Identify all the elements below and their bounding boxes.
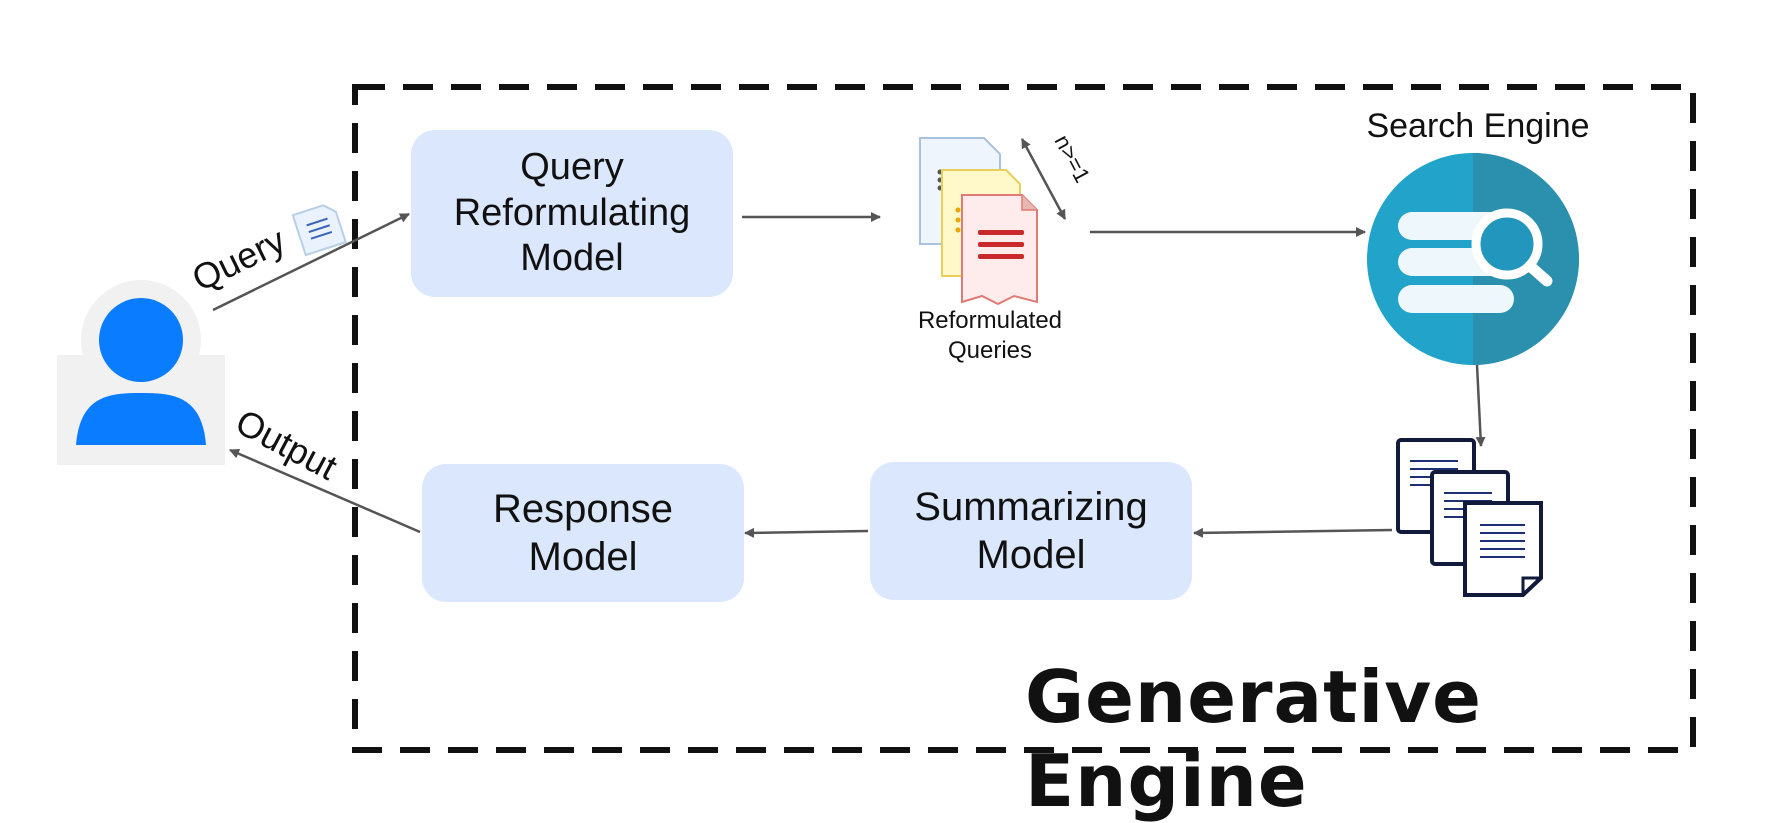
count-bracket-arrow xyxy=(1020,138,1067,220)
user-icon xyxy=(57,280,225,465)
arrow-documents-to-summarizer xyxy=(1193,527,1393,538)
box-line: Query xyxy=(520,146,624,189)
search-engine-icon xyxy=(1367,153,1579,365)
box-line: Reformulating xyxy=(453,191,691,234)
box-line: Summarizing xyxy=(914,485,1148,529)
arrow-response-to-user xyxy=(229,448,421,534)
query-label: Query xyxy=(186,219,292,299)
generative-engine-title: Generative Engine xyxy=(1025,655,1482,823)
summarizing-model-box: Summarizing Model xyxy=(870,462,1192,600)
search-engine-label: Search Engine xyxy=(1366,107,1590,145)
arrow-summarizer-to-response xyxy=(744,527,869,538)
arrow-search-to-documents xyxy=(1475,364,1486,447)
reformulated-queries-icon xyxy=(919,137,1038,306)
engine-boundary xyxy=(352,84,1696,753)
box-line: Model xyxy=(520,237,624,280)
box-line: Model xyxy=(528,535,638,579)
arrow-user-to-reformulator xyxy=(212,212,410,312)
retrieved-documents-icon xyxy=(1396,438,1543,597)
count-label: n>=1 xyxy=(1050,131,1096,187)
box-line: Model xyxy=(976,533,1086,577)
diagram-canvas: Query Output n>=1 xyxy=(57,84,1696,753)
response-model-box: Response Model xyxy=(422,464,744,602)
query-document-icon xyxy=(291,204,347,257)
label-line: Reformulated xyxy=(917,307,1063,334)
label-line: Queries xyxy=(947,337,1033,364)
query-reformulating-model-box: Query Reformulating Model xyxy=(411,130,733,297)
reformulated-queries-label: Reformulated Queries xyxy=(900,306,1080,366)
box-line: Response xyxy=(492,487,674,531)
